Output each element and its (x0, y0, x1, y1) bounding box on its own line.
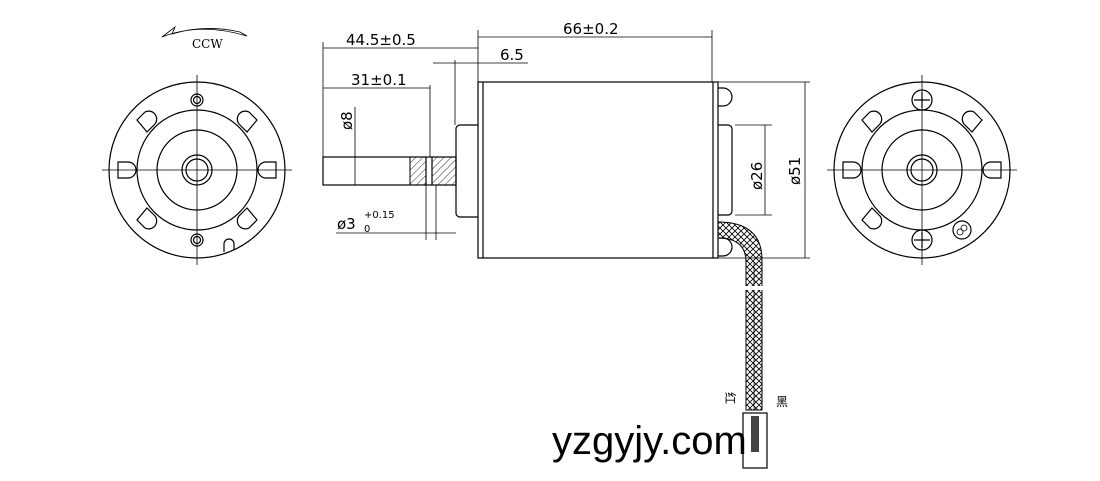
dim-boss-length: 6.5 (500, 46, 524, 64)
wire-label-red: 红 (723, 392, 738, 404)
dimension-lines (322, 30, 810, 259)
front-view (102, 75, 292, 265)
dim-shaft-length: 31±0.1 (351, 71, 407, 89)
wire-label-black: 黑 (776, 395, 788, 409)
rear-view (827, 75, 1017, 265)
dim-shaft-diameter: ø8 (338, 111, 356, 130)
side-view (322, 81, 733, 259)
dim-body-diameter: ø51 (786, 157, 804, 185)
lead-wire-cable (717, 221, 768, 469)
dim-rear-boss-diameter: ø26 (748, 162, 766, 190)
dim-groove-tol-upper: +0.15 (364, 210, 395, 221)
ccw-arrow-icon (161, 25, 248, 38)
watermark: yzgyjy.com (552, 419, 747, 463)
rotation-label: CCW (192, 37, 223, 51)
dim-overall-length: 66±0.2 (563, 20, 619, 38)
dim-groove-diameter: ø3 (337, 215, 356, 233)
dim-groove-tol-lower: 0 (364, 224, 370, 235)
dim-shaft-to-face: 44.5±0.5 (346, 31, 416, 49)
